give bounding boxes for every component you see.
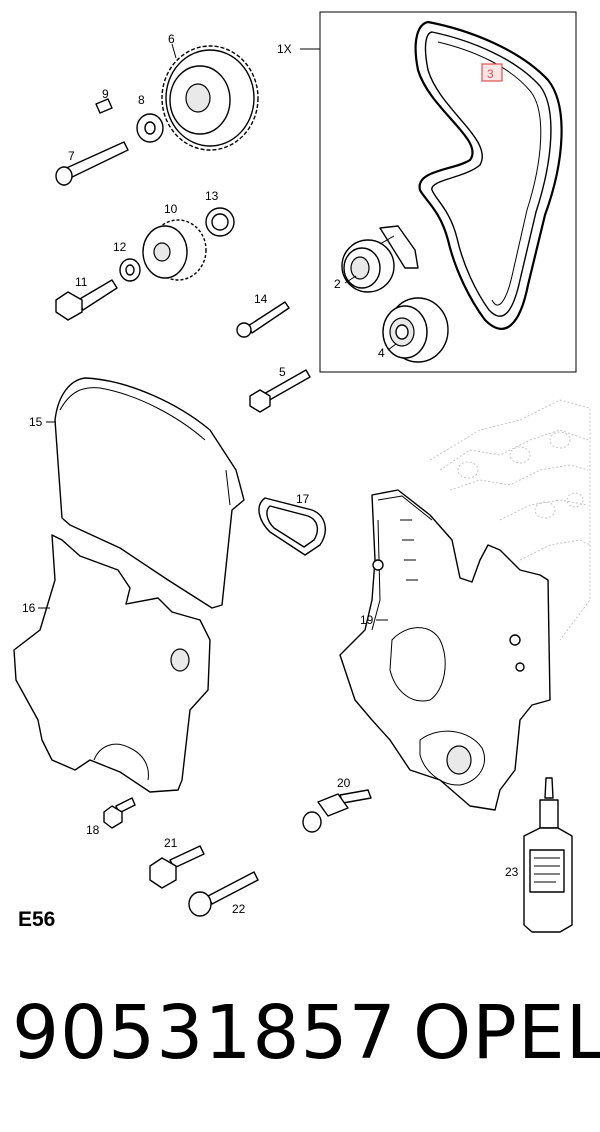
callout-17[interactable]: 17	[296, 492, 310, 506]
callout-2[interactable]: 2	[334, 277, 341, 291]
callout-5[interactable]: 5	[279, 365, 286, 379]
callout-15[interactable]: 15	[29, 415, 43, 429]
callout-11[interactable]: 11	[75, 275, 88, 289]
callout-6[interactable]: 6	[168, 32, 175, 46]
washer[interactable]	[136, 113, 164, 143]
callout-13[interactable]: 13	[205, 189, 219, 203]
crank-bolt[interactable]	[55, 279, 118, 321]
callout-9[interactable]: 9	[102, 87, 109, 101]
diagram-code-label: E56	[18, 908, 56, 931]
belt-tensioner[interactable]	[341, 225, 419, 293]
callout-19[interactable]: 19	[360, 613, 374, 627]
crank-washer[interactable]	[119, 258, 141, 282]
camshaft-sprocket[interactable]	[161, 45, 259, 151]
crankshaft-sprocket[interactable]	[142, 219, 207, 281]
callout-18[interactable]: 18	[86, 823, 100, 837]
brand-name: OPEL	[413, 990, 600, 1076]
lower-timing-cover[interactable]	[13, 534, 211, 793]
callout-8[interactable]: 8	[138, 93, 145, 107]
part-number: 90531857	[12, 990, 397, 1076]
dowel-pin[interactable]	[95, 98, 113, 114]
kit-quantity-label: 1X	[277, 42, 292, 56]
oil-seal[interactable]	[205, 207, 235, 237]
callout-16[interactable]: 16	[22, 601, 36, 615]
callout-3-highlight	[481, 63, 503, 82]
tensioner-bolt[interactable]	[236, 301, 290, 338]
stud-bolt[interactable]	[302, 789, 372, 833]
callout-23[interactable]: 23	[505, 865, 519, 879]
callout-12[interactable]: 12	[113, 240, 127, 254]
engine-block-outline	[429, 399, 591, 641]
callout-3[interactable]: 3	[487, 67, 494, 81]
sprocket-bolt[interactable]	[55, 141, 129, 186]
callout-22[interactable]: 22	[232, 902, 246, 916]
callout-21[interactable]: 21	[164, 836, 178, 850]
upper-timing-cover[interactable]	[54, 377, 245, 609]
idler-bolt[interactable]	[249, 369, 311, 413]
callout-14[interactable]: 14	[254, 292, 268, 306]
rear-timing-cover[interactable]	[339, 489, 551, 811]
shouldered-bolt-22[interactable]	[188, 871, 259, 917]
sealant-bottle[interactable]	[523, 777, 573, 933]
cover-gasket[interactable]	[258, 497, 326, 556]
callout-4[interactable]: 4	[378, 346, 385, 360]
sealant-label	[529, 849, 565, 893]
shouldered-bolt-21[interactable]	[149, 845, 205, 889]
cover-bolt-short[interactable]	[103, 797, 136, 829]
timing-belt[interactable]	[414, 20, 563, 330]
callout-10[interactable]: 10	[164, 202, 178, 216]
timing-belt-kit-box: 1X 3 2 4	[277, 11, 577, 373]
callout-20[interactable]: 20	[337, 776, 351, 790]
idler-pulley[interactable]	[382, 297, 449, 363]
callout-7[interactable]: 7	[68, 149, 75, 163]
